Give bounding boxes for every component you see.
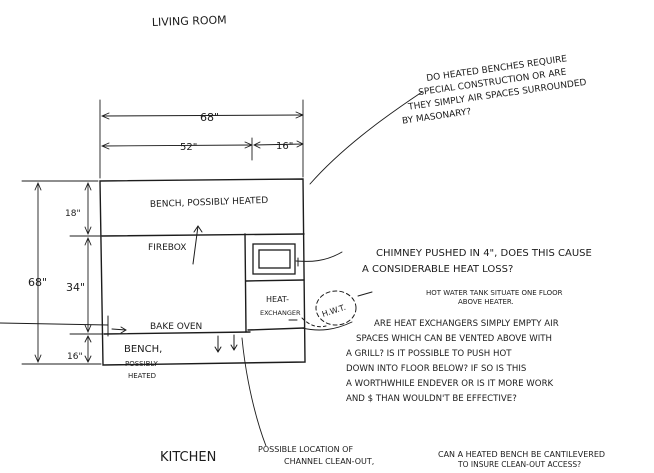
note-exchanger-line-1: ARE HEAT EXCHANGERS SIMPLY EMPTY AIR xyxy=(374,319,559,329)
note-chimney-line-2: A CONSIDERABLE HEAT LOSS? xyxy=(362,264,513,275)
dim-overall-height: 68" xyxy=(28,276,47,289)
title-kitchen: KITCHEN xyxy=(160,450,216,465)
note-exchanger-line-6: AND $ THAN WOULDN'T BE EFFECTIVE? xyxy=(346,394,517,404)
dimension-lines xyxy=(21,99,304,365)
label-firebox: FIREBOX xyxy=(148,243,186,253)
note-cantilever: CAN A HEATED BENCH BE CANTILEVERED TO IN… xyxy=(438,450,605,469)
note-hot-water-line-1: HOT WATER TANK SITUATE ONE FLOOR xyxy=(426,289,563,297)
note-bench-question: DO HEATED BENCHES REQUIRE SPECIAL CONSTR… xyxy=(402,54,588,126)
note-hot-water-line-2: ABOVE HEATER. xyxy=(458,298,514,306)
label-bake-oven: BAKE OVEN xyxy=(150,322,202,332)
note-chimney-line-1: CHIMNEY PUSHED IN 4", DOES THIS CAUSE xyxy=(376,248,592,259)
dimension-labels: 68" 52" 16" 68" 18" 34" 16" xyxy=(28,111,293,362)
label-bench-bottom-1: BENCH, xyxy=(124,344,162,355)
dim-middle: 34" xyxy=(66,281,85,294)
dim-right-width: 16" xyxy=(276,141,293,152)
label-heat-exchanger-1: HEAT- xyxy=(266,295,289,304)
label-bench-top: BENCH, POSSIBLY HEATED xyxy=(150,196,269,210)
note-cantilever-line-2: TO INSURE CLEAN-OUT ACCESS? xyxy=(457,460,581,469)
dim-overall-width: 68" xyxy=(200,111,219,124)
dim-left-width: 52" xyxy=(180,142,197,153)
note-exchanger-line-3: A GRILL? IS IT POSSIBLE TO PUSH HOT xyxy=(346,349,512,359)
room-labels: BENCH, POSSIBLY HEATED FIREBOX BAKE OVEN… xyxy=(124,196,347,380)
label-heat-exchanger-2: EXCHANGER xyxy=(260,309,301,317)
leader-lines xyxy=(241,91,423,447)
note-cleanout-line-1: POSSIBLE LOCATION OF xyxy=(258,445,353,454)
note-chimney: CHIMNEY PUSHED IN 4", DOES THIS CAUSE A … xyxy=(362,248,592,275)
chimney-box xyxy=(252,243,296,275)
plan-arrows xyxy=(0,225,299,353)
note-hot-water: HOT WATER TANK SITUATE ONE FLOOR ABOVE H… xyxy=(426,289,563,306)
note-cantilever-line-1: CAN A HEATED BENCH BE CANTILEVERED xyxy=(438,450,605,459)
label-bench-bottom-3: HEATED xyxy=(128,372,156,380)
note-exchanger: ARE HEAT EXCHANGERS SIMPLY EMPTY AIR SPA… xyxy=(346,319,559,404)
dim-bottom-bench: 16" xyxy=(67,352,83,362)
label-bench-bottom-2: POSSIBLY xyxy=(125,360,158,368)
plan-outline xyxy=(99,178,306,366)
label-hot-water: H.W.T. xyxy=(321,303,347,319)
hot-water-marker xyxy=(301,290,373,328)
note-exchanger-line-4: DOWN INTO FLOOR BELOW? IF SO IS THIS xyxy=(346,364,526,374)
note-cleanout: POSSIBLE LOCATION OF CHANNEL CLEAN-OUT, xyxy=(258,445,374,466)
note-cleanout-line-2: CHANNEL CLEAN-OUT, xyxy=(284,457,374,466)
title-living-room: LIVING ROOM xyxy=(152,13,227,29)
dim-top-bench: 18" xyxy=(65,209,81,219)
note-exchanger-line-2: SPACES WHICH CAN BE VENTED ABOVE WITH xyxy=(356,334,552,344)
note-exchanger-line-5: A WORTHWHILE ENDEVER OR IS IT MORE WORK xyxy=(346,379,554,389)
